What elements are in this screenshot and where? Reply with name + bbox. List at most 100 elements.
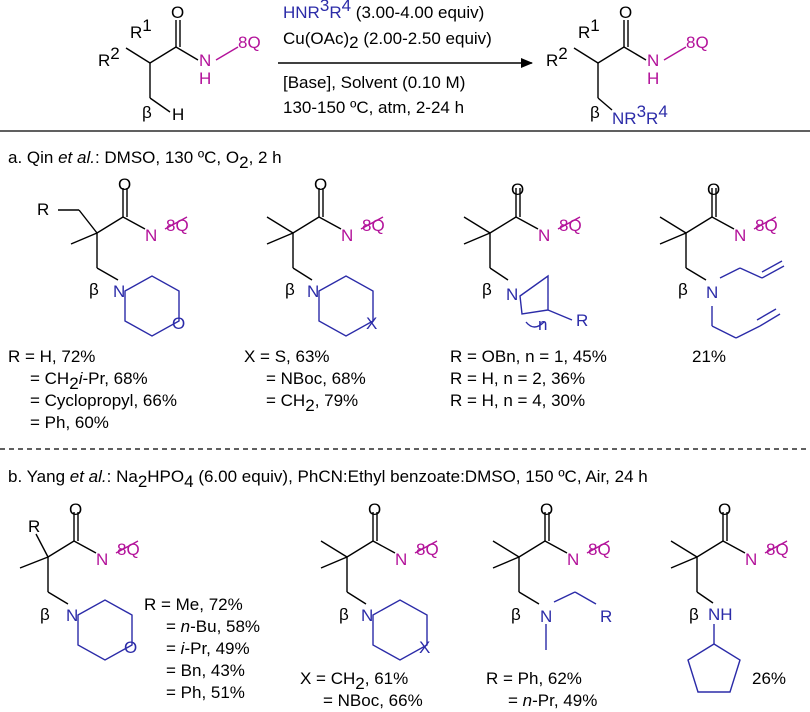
amide-h: H <box>199 69 211 88</box>
a4-8q-label: 8Q <box>755 216 778 235</box>
a1-morpholine-o: O <box>172 314 185 333</box>
a4-yield: 21% <box>692 347 726 366</box>
b4-n-label: N <box>745 550 757 569</box>
a2-n-label: N <box>341 226 353 245</box>
b2-yield-1: X = CH2, 61% <box>300 669 408 693</box>
compound-a1: R O N 8Q β N O R = H, 72% = CH2i-Pr, 68%… <box>8 175 189 432</box>
reagent-amine: HNR3R4 (3.00-4.00 equiv) <box>283 0 484 22</box>
b1-o-label: O <box>69 500 82 519</box>
a3-beta: β <box>482 280 492 299</box>
a3-o-label: O <box>511 180 524 199</box>
a4-o-label: O <box>707 180 720 199</box>
a1-yield-4: = Ph, 60% <box>30 413 109 432</box>
amide-n: N <box>199 51 211 70</box>
b3-r-label: R <box>600 607 612 626</box>
a3-r-label: R <box>576 311 588 330</box>
a4-n-label: N <box>734 226 746 245</box>
a2-yield-1: X = S, 63% <box>244 347 330 366</box>
b1-morpholine-o: O <box>124 638 137 657</box>
b1-yield-5: = Ph, 51% <box>166 683 245 702</box>
b1-yield-2: = n-Bu, 58% <box>166 617 260 636</box>
a3-ring-n: N <box>506 285 518 304</box>
product-beta-label: β <box>590 103 600 122</box>
product-r2-label: R2 <box>546 44 568 70</box>
directing-group-label: 8Q <box>238 33 261 52</box>
compound-a2: O N 8Q β N X X = S, 63% = NBoc, 68% = CH… <box>244 175 385 415</box>
a2-ring-x: X <box>366 314 377 333</box>
b1-yield-3: = i-Pr, 49% <box>166 639 250 658</box>
compound-a3: O N 8Q β N n R R = OBn, n = 1, 45% R = H… <box>450 180 607 410</box>
r1-label: R1 <box>130 16 152 42</box>
b1-r-label: R <box>28 517 40 536</box>
a1-yield-1: R = H, 72% <box>8 347 95 366</box>
beta-h-label: H <box>172 105 184 124</box>
section-b-header: b. Yang et al.: Na2HPO4 (6.00 equiv), Ph… <box>8 467 648 491</box>
b2-yield-2: = NBoc, 66% <box>323 691 423 710</box>
a4-diallyl-n: N <box>706 283 718 302</box>
b3-o-label: O <box>540 500 553 519</box>
a1-yield-2: = CH2i-Pr, 68% <box>30 369 148 393</box>
a2-yield-2: = NBoc, 68% <box>266 369 366 388</box>
compound-b2: O N 8Q β N X X = CH2, 61% = NBoc, 66% <box>300 500 439 710</box>
b3-8q-label: 8Q <box>588 540 611 559</box>
a3-yield-1: R = OBn, n = 1, 45% <box>450 347 607 366</box>
a2-ring-n: N <box>307 282 319 301</box>
b1-yield-1: R = Me, 72% <box>144 595 243 614</box>
b1-beta: β <box>40 605 50 624</box>
a1-8q-label: 8Q <box>166 216 189 235</box>
section-a-header: a. Qin et al.: DMSO, 130 ºC, O2, 2 h <box>8 148 282 172</box>
carbonyl-o: O <box>171 3 184 22</box>
reagent-conditions-2: 130-150 ºC, atm, 2-24 h <box>283 98 464 117</box>
a1-n-label: N <box>145 226 157 245</box>
b4-beta: β <box>689 605 699 624</box>
b2-o-label: O <box>368 500 381 519</box>
a1-o-label: O <box>118 175 131 194</box>
product-r1-label: R1 <box>578 16 600 42</box>
b3-yield-2: = n-Pr, 49% <box>508 691 597 710</box>
b2-ring-n: N <box>361 606 373 625</box>
b4-yield: 26% <box>752 669 786 688</box>
a3-ring-n-index: n <box>538 315 547 334</box>
a2-o-label: O <box>314 175 327 194</box>
a3-yield-3: R = H, n = 4, 30% <box>450 391 585 410</box>
b3-amine-n: N <box>540 607 552 626</box>
compound-b4: O N 8Q β NH 26% <box>670 500 789 693</box>
b2-beta: β <box>339 605 349 624</box>
b4-8q-label: 8Q <box>766 540 789 559</box>
b3-yield-1: R = Ph, 62% <box>486 669 582 688</box>
a3-8q-label: 8Q <box>559 216 582 235</box>
a3-yield-2: R = H, n = 2, 36% <box>450 369 585 388</box>
reagent-conditions-1: [Base], Solvent (0.10 M) <box>283 73 465 92</box>
product-carbonyl-o: O <box>619 3 632 22</box>
a2-beta: β <box>285 280 295 299</box>
beta-label: β <box>142 103 152 122</box>
b3-n-label: N <box>567 550 579 569</box>
a1-yield-3: = Cyclopropyl, 66% <box>30 391 177 410</box>
b1-yield-4: = Bn, 43% <box>166 661 245 680</box>
b4-nh-label: NH <box>708 605 733 624</box>
product-amide-h: H <box>647 69 659 88</box>
r2-label: R2 <box>98 44 120 70</box>
product-amine-label: NR3R4 <box>612 102 668 128</box>
product: R1 R2 O N H 8Q β NR3R4 <box>546 3 709 128</box>
compound-b1: R O N 8Q β N O R = Me, 72% = n-Bu, 58% =… <box>19 500 260 702</box>
compound-a4: O N 8Q β N 21% <box>659 180 785 366</box>
reagent-oxidant: Cu(OAc)2 (2.00-2.50 equiv) <box>283 29 492 52</box>
reagents: HNR3R4 (3.00-4.00 equiv) Cu(OAc)2 (2.00-… <box>278 0 533 117</box>
b3-beta: β <box>511 605 521 624</box>
a1-morpholine-n: N <box>113 282 125 301</box>
compound-b3: O N 8Q β N R R = Ph, 62% = n-Pr, 49% <box>486 500 612 710</box>
b1-n-label: N <box>96 550 108 569</box>
b1-morpholine-n: N <box>66 606 78 625</box>
b2-8q-label: 8Q <box>416 540 439 559</box>
a3-n-label: N <box>538 226 550 245</box>
b1-8q-label: 8Q <box>117 540 140 559</box>
starting-material: R1 R2 O N H 8Q β H <box>98 3 261 124</box>
a2-8q-label: 8Q <box>362 216 385 235</box>
a1-beta: β <box>89 280 99 299</box>
b2-ring-x: X <box>419 638 430 657</box>
b4-o-label: O <box>718 500 731 519</box>
b2-n-label: N <box>395 550 407 569</box>
